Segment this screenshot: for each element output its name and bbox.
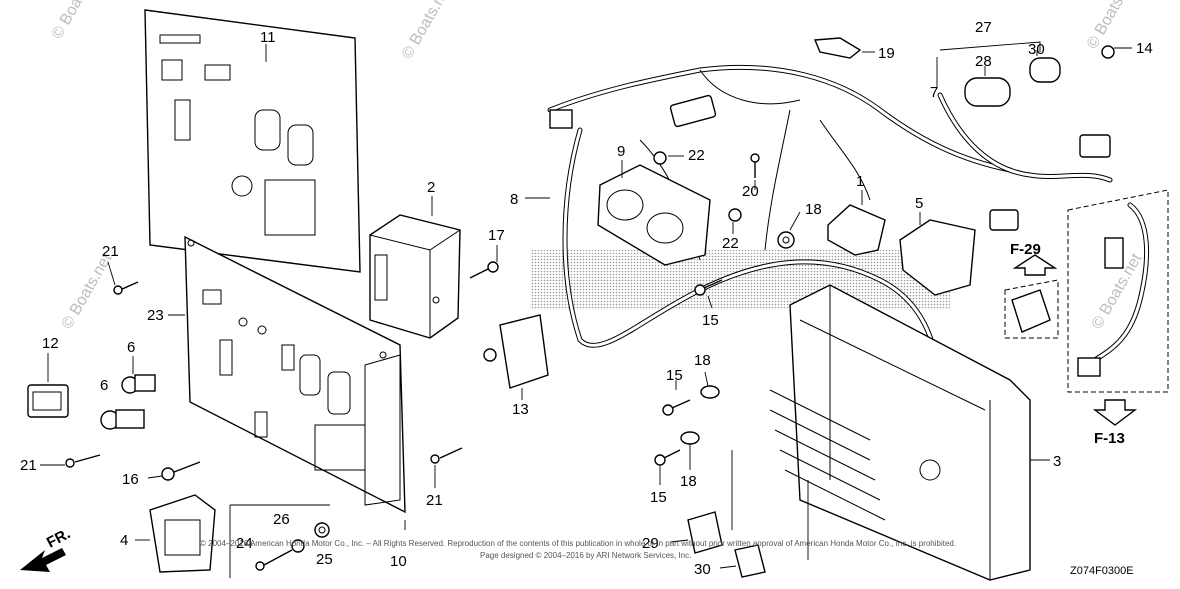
callout-6: 6 bbox=[127, 339, 135, 356]
callout-8: 8 bbox=[510, 191, 518, 208]
callout-21c: 21 bbox=[426, 492, 443, 509]
copyright-line-2: Page designed © 2004–2016 by ARI Network… bbox=[480, 551, 691, 560]
part-3-inverter bbox=[769, 284, 1050, 581]
callout-25: 25 bbox=[316, 551, 333, 568]
callout-16: 16 bbox=[122, 471, 139, 488]
f13-reference-box bbox=[1067, 189, 1169, 426]
watermark: © Boats.net bbox=[1084, 0, 1141, 52]
part-26-washer bbox=[291, 539, 305, 553]
part-30-cap bbox=[1029, 50, 1061, 83]
part-17-screw bbox=[469, 245, 499, 279]
callout-5: 5 bbox=[915, 195, 923, 212]
callout-11: 11 bbox=[260, 29, 276, 46]
part-14-screw bbox=[1101, 45, 1132, 59]
callout-20: 20 bbox=[742, 183, 759, 200]
part-7-sub-harness bbox=[936, 57, 1113, 231]
part-20-screw bbox=[750, 153, 760, 190]
part-6-fuse-holder bbox=[121, 356, 156, 394]
callout-26: 26 bbox=[273, 511, 290, 528]
part-2-component bbox=[369, 196, 461, 339]
part-18-washer bbox=[680, 211, 801, 470]
callout-14: 14 bbox=[1136, 40, 1153, 57]
part-28-sleeve bbox=[964, 66, 1011, 107]
callout-7: 7 bbox=[930, 84, 938, 101]
front-direction-label: FR. bbox=[44, 525, 73, 551]
part-9-receptacle bbox=[597, 160, 711, 266]
f29-reference-box bbox=[1004, 254, 1059, 339]
part-25-nut bbox=[314, 522, 330, 538]
part-15-bolt bbox=[654, 279, 723, 485]
part-16-bolt bbox=[147, 461, 201, 481]
ref-f29[interactable]: F-29 bbox=[1010, 241, 1041, 258]
callout-9: 9 bbox=[617, 143, 625, 160]
callout-10: 10 bbox=[390, 553, 407, 570]
callout-23: 23 bbox=[147, 307, 164, 324]
part-29-bushing bbox=[669, 511, 723, 554]
callout-29: 29 bbox=[642, 535, 659, 552]
watermark: © Boats.net bbox=[59, 250, 116, 332]
callout-6b: 6 bbox=[100, 377, 108, 394]
part-30-bottom-cap bbox=[719, 544, 766, 578]
part-4-outlet bbox=[135, 494, 216, 573]
callout-30b: 30 bbox=[694, 561, 711, 578]
diagram-code: Z074F0300E bbox=[1070, 565, 1134, 577]
callout-17: 17 bbox=[488, 227, 505, 244]
callout-4: 4 bbox=[120, 532, 128, 549]
callout-13: 13 bbox=[512, 401, 529, 418]
part-23-control-panel bbox=[184, 235, 406, 514]
callout-30: 30 bbox=[1028, 41, 1045, 58]
callout-19: 19 bbox=[878, 45, 895, 62]
callout-18b: 18 bbox=[694, 352, 711, 369]
callout-18c: 18 bbox=[680, 473, 697, 490]
callout-1: 1 bbox=[856, 173, 864, 190]
copyright-line-1: © 2004–2016 American Honda Motor Co., In… bbox=[200, 539, 956, 548]
callout-15: 15 bbox=[702, 312, 719, 329]
ref-f13[interactable]: F-13 bbox=[1094, 430, 1125, 447]
callout-3: 3 bbox=[1053, 453, 1061, 470]
part-13-breaker bbox=[483, 314, 549, 400]
watermark: © Boats.net bbox=[399, 0, 456, 62]
part-6-fuse-holder-2 bbox=[100, 409, 145, 430]
part-12-switch bbox=[27, 353, 69, 418]
callout-12: 12 bbox=[42, 335, 59, 352]
callout-15b: 15 bbox=[666, 367, 683, 384]
shaded-area bbox=[530, 250, 950, 310]
part-5-module bbox=[899, 212, 976, 296]
part-11-label-sheet bbox=[144, 9, 361, 273]
part-22-nut bbox=[653, 151, 742, 234]
part-19-clip bbox=[813, 37, 875, 59]
callout-22b: 22 bbox=[722, 235, 739, 252]
callout-24: 24 bbox=[236, 535, 253, 552]
callout-27: 27 bbox=[975, 19, 992, 36]
callout-28: 28 bbox=[975, 53, 992, 70]
callout-15c: 15 bbox=[650, 489, 667, 506]
callout-2: 2 bbox=[427, 179, 435, 196]
part-24-screw bbox=[255, 549, 293, 571]
front-direction-arrow bbox=[20, 548, 66, 572]
callout-21b: 21 bbox=[20, 457, 37, 474]
part-1-component bbox=[827, 190, 886, 256]
callout-18: 18 bbox=[805, 201, 822, 218]
part-21-screw bbox=[65, 261, 463, 488]
callout-22: 22 bbox=[688, 147, 705, 164]
callout-21: 21 bbox=[102, 243, 119, 260]
watermark: © Boats.net bbox=[49, 0, 106, 42]
